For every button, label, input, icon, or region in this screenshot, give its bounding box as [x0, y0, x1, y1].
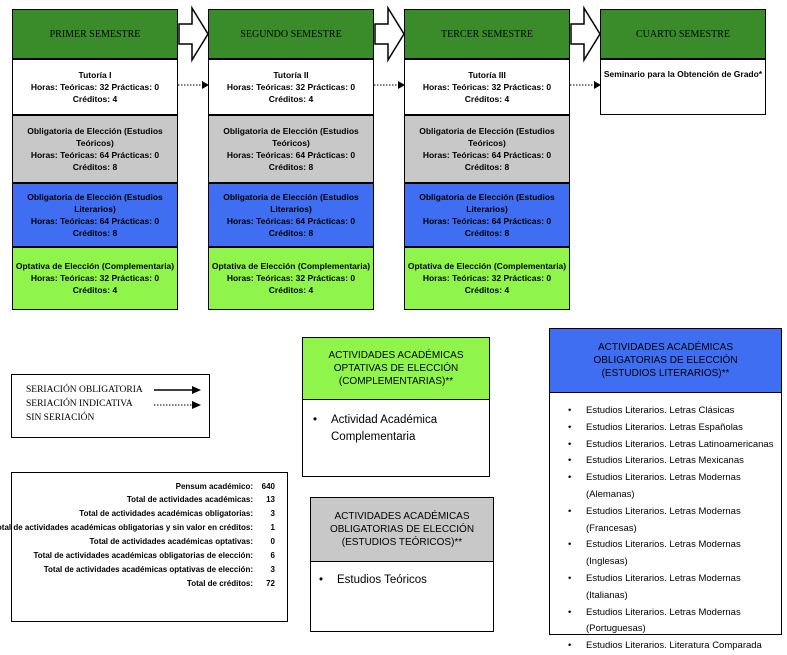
literarios-title: Obligatoria de Elección (Estudios Litera…	[27, 192, 163, 214]
optativa-box: Optativa de Elección (Complementaria) Ho…	[404, 247, 570, 310]
tutoria-hours: Horas: Teóricas: 32 Prácticas: 0 Crédito…	[226, 82, 356, 104]
tutoria-title: Tutoría I	[78, 70, 112, 80]
literarios-credits: Créditos: 8	[72, 228, 118, 238]
teoricos-box: Obligatoria de Elección (Estudios Teóric…	[12, 115, 178, 183]
complementarias-header: ACTIVIDADES ACADÉMICAS OPTATIVAS DE ELEC…	[303, 338, 489, 400]
list-item: Estudios Teóricos	[319, 572, 493, 588]
optativa-title: Optativa de Elección (Complementaria)	[407, 261, 567, 271]
literarios-title: Obligatoria de Elección (Estudios Litera…	[419, 192, 555, 214]
teoricos-title: Obligatoria de Elección (Estudios Teóric…	[27, 126, 163, 148]
literarios-box: Obligatoria de Elección (Estudios Litera…	[404, 183, 570, 247]
literarios-hours: Horas: Teóricas: 64 Prácticas: 0	[30, 216, 160, 226]
semester-header-label: SEGUNDO SEMESTRE	[240, 28, 342, 40]
optativa-title: Optativa de Elección (Complementaria)	[211, 261, 371, 271]
stat-line: Total de actividades académicas obligato…	[0, 523, 275, 532]
list-item: Estudios Literarios. Literatura Comparad…	[568, 638, 781, 655]
legend-obligatoria: SERIACIÓN OBLIGATORIA	[26, 385, 143, 395]
list-item: Estudios Literarios. Letras Modernas (Al…	[568, 470, 781, 504]
teoricos-activities-header: ACTIVIDADES ACADÉMICAS OBLIGATORIAS DE E…	[311, 498, 493, 562]
literarios-box: Obligatoria de Elección (Estudios Litera…	[12, 183, 178, 247]
block-arrow-icon	[374, 5, 405, 63]
list-item: Estudios Literarios. Letras Modernas (Po…	[568, 605, 781, 639]
seminario-title: Seminario para la Obtención de Grado*	[603, 69, 763, 79]
tutoria-hours: Horas: Teóricas: 32 Prácticas: 0 Crédito…	[30, 82, 160, 104]
legend-sin: SIN SERIACIÓN	[26, 413, 95, 423]
literarios-activities-box: ACTIVIDADES ACADÉMICAS OBLIGATORIAS DE E…	[549, 328, 782, 655]
stat-line: Total de actividades académicas optativa…	[89, 537, 275, 546]
list-item: Estudios Literarios. Letras Latinoameric…	[568, 437, 781, 454]
stat-line: Total de actividades académicas obligato…	[33, 551, 276, 560]
tutoria-box: Tutoría III Horas: Teóricas: 32 Práctica…	[404, 59, 570, 115]
semester-header-label: TERCER SEMESTRE	[441, 28, 533, 40]
dotted-arrow-icon	[570, 81, 601, 89]
tutoria-box: Tutoría I Horas: Teóricas: 32 Prácticas:…	[12, 59, 178, 115]
block-arrow-icon	[178, 5, 209, 63]
semester-header: SEGUNDO SEMESTRE	[208, 9, 374, 59]
literarios-credits: Créditos: 8	[464, 228, 510, 238]
optativa-hours: Horas: Teóricas: 32 Prácticas: 0 Crédito…	[422, 273, 552, 295]
dotted-arrow-icon	[178, 81, 209, 89]
teoricos-title: Obligatoria de Elección (Estudios Teóric…	[223, 126, 359, 148]
list-item: Estudios Literarios. Letras Modernas (In…	[568, 537, 781, 571]
stat-line: Total de actividades académicas:13	[126, 495, 275, 504]
teoricos-hours: Horas: Teóricas: 64 Prácticas: 0	[226, 150, 356, 160]
seminario-box: Seminario para la Obtención de Grado*	[600, 59, 766, 115]
semester-header: CUARTO SEMESTRE	[600, 9, 766, 59]
optativa-box: Optativa de Elección (Complementaria) Ho…	[12, 247, 178, 310]
semester-header-label: CUARTO SEMESTRE	[636, 28, 730, 40]
optativa-hours: Horas: Teóricas: 32 Prácticas: 0 Crédito…	[30, 273, 160, 295]
optativa-box: Optativa de Elección (Complementaria) Ho…	[208, 247, 374, 310]
teoricos-activities-box: ACTIVIDADES ACADÉMICAS OBLIGATORIAS DE E…	[310, 497, 494, 632]
legend-indicativa: SERIACIÓN INDICATIVA	[26, 399, 133, 409]
literarios-hours: Horas: Teóricas: 64 Prácticas: 0	[226, 216, 356, 226]
stat-line: Total de actividades académicas obligato…	[79, 509, 275, 518]
solid-arrow-icon	[154, 386, 201, 394]
stat-line: Total de actividades académicas optativa…	[43, 565, 275, 574]
optativa-title: Optativa de Elección (Complementaria)	[15, 261, 175, 271]
semester-header-label: PRIMER SEMESTRE	[49, 28, 141, 40]
literarios-credits: Créditos: 8	[268, 228, 314, 238]
list-item: Estudios Literarios. Letras Modernas (Fr…	[568, 504, 781, 538]
stat-line: Pensum académico:640	[175, 482, 275, 491]
legend-box: SERIACIÓN OBLIGATORIA SERIACIÓN INDICATI…	[11, 374, 210, 438]
tutoria-box: Tutoría II Horas: Teóricas: 32 Prácticas…	[208, 59, 374, 115]
stat-line: Total de créditos:72	[186, 579, 275, 588]
tutoria-title: Tutoría II	[273, 70, 309, 80]
teoricos-title: Obligatoria de Elección (Estudios Teóric…	[419, 126, 555, 148]
dotted-arrow-icon	[374, 81, 405, 89]
optativa-hours: Horas: Teóricas: 32 Prácticas: 0 Crédito…	[226, 273, 356, 295]
semester-header: PRIMER SEMESTRE	[12, 9, 178, 59]
literarios-box: Obligatoria de Elección (Estudios Litera…	[208, 183, 374, 247]
literarios-activities-list: Estudios Literarios. Letras Clásicas Est…	[550, 393, 781, 655]
stats-box: Pensum académico:640 Total de actividade…	[0, 472, 288, 622]
dotted-arrow-icon	[154, 401, 201, 409]
teoricos-box: Obligatoria de Elección (Estudios Teóric…	[208, 115, 374, 183]
teoricos-activities-list: Estudios Teóricos	[311, 562, 493, 588]
list-item: Estudios Literarios. Letras Clásicas	[568, 403, 781, 420]
teoricos-hours: Horas: Teóricas: 64 Prácticas: 0	[30, 150, 160, 160]
teoricos-box: Obligatoria de Elección (Estudios Teóric…	[404, 115, 570, 183]
teoricos-credits: Créditos: 8	[268, 162, 314, 172]
tutoria-hours: Horas: Teóricas: 32 Prácticas: 0 Crédito…	[422, 82, 552, 104]
list-item: Estudios Literarios. Letras Mexicanas	[568, 453, 781, 470]
list-item: Estudios Literarios. Letras Modernas (It…	[568, 571, 781, 605]
literarios-title: Obligatoria de Elección (Estudios Litera…	[223, 192, 359, 214]
literarios-hours: Horas: Teóricas: 64 Prácticas: 0	[422, 216, 552, 226]
teoricos-hours: Horas: Teóricas: 64 Prácticas: 0	[422, 150, 552, 160]
list-item: Estudios Literarios. Letras Españolas	[568, 420, 781, 437]
literarios-activities-header: ACTIVIDADES ACADÉMICAS OBLIGATORIAS DE E…	[550, 329, 781, 393]
complementarias-box: ACTIVIDADES ACADÉMICAS OPTATIVAS DE ELEC…	[302, 337, 490, 477]
semester-header: TERCER SEMESTRE	[404, 9, 570, 59]
block-arrow-icon	[570, 5, 601, 63]
teoricos-credits: Créditos: 8	[72, 162, 118, 172]
teoricos-credits: Créditos: 8	[464, 162, 510, 172]
tutoria-title: Tutoría III	[468, 70, 506, 80]
